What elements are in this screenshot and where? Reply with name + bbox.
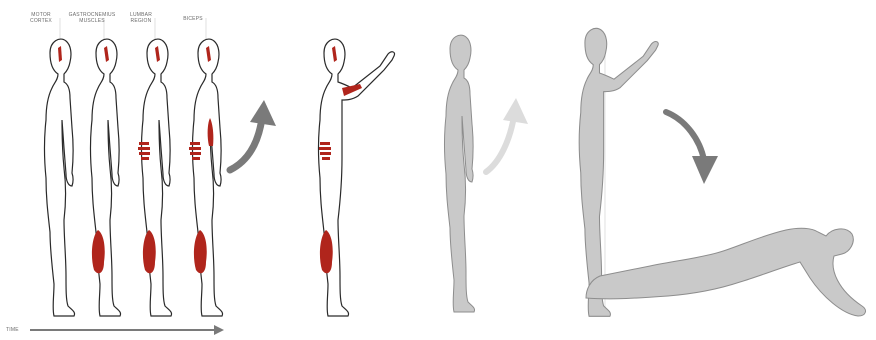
plank-figure bbox=[586, 228, 865, 316]
label-lumbar-region: LUMBAR REGION bbox=[128, 12, 154, 24]
label-gastrocnemius: GASTROCNEMIUS MUSCLES bbox=[66, 12, 118, 24]
time-arrow-icon bbox=[30, 325, 224, 335]
standing-figure-4 bbox=[189, 39, 223, 316]
label-motor-cortex: MOTOR CORTEX bbox=[28, 12, 54, 24]
label-biceps: BICEPS bbox=[180, 16, 206, 22]
gray-standing-figure bbox=[445, 35, 475, 312]
time-axis-label: TIME bbox=[6, 327, 26, 333]
curved-arrow-light-icon bbox=[486, 98, 528, 172]
standing-figure-1 bbox=[45, 39, 75, 316]
standing-figure-3 bbox=[138, 39, 172, 316]
arms-raised-figure bbox=[319, 39, 395, 316]
curved-arrow-dark-icon bbox=[230, 100, 276, 170]
curved-arrow-down-icon bbox=[666, 112, 718, 184]
standing-figure-2 bbox=[91, 39, 121, 316]
